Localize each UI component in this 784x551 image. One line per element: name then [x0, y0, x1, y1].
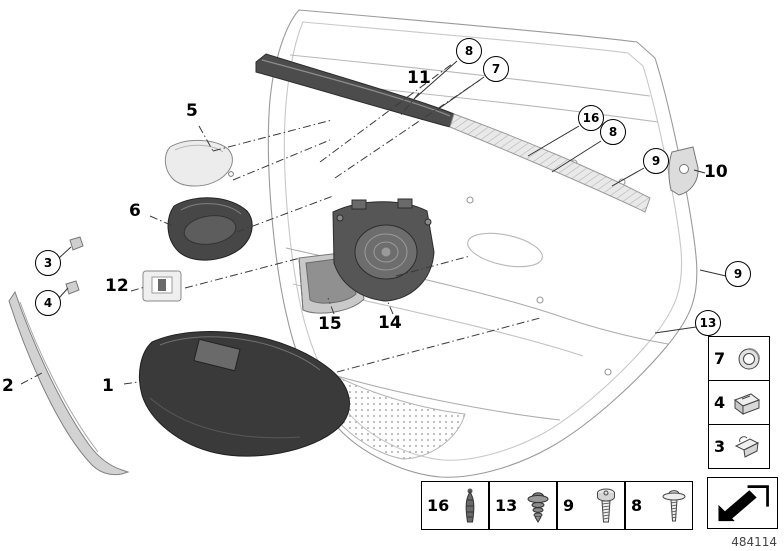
- switch-bezel-part12: [142, 270, 182, 302]
- callout-13-right[interactable]: 13: [695, 310, 721, 336]
- armrest-pad-part1: [138, 330, 350, 457]
- callout-3[interactable]: 3: [35, 250, 61, 276]
- legend-box-3[interactable]: 3: [708, 424, 770, 469]
- legend-box-16[interactable]: 16: [421, 481, 489, 530]
- speaker-assembly-part14: [332, 198, 435, 302]
- callout-11[interactable]: 11: [407, 68, 431, 88]
- callout-15[interactable]: 15: [318, 314, 342, 334]
- legend-box-4-number: 4: [714, 393, 726, 412]
- sheet-clip-icon: [734, 435, 760, 458]
- legend-box-9-number: 9: [563, 496, 575, 515]
- legend-box-3-number: 3: [714, 437, 726, 456]
- decor-strip: [255, 53, 651, 213]
- legend-box-13-number: 13: [495, 496, 518, 515]
- callout-9-upper-right[interactable]: 9: [643, 148, 669, 174]
- callout-10[interactable]: 10: [704, 162, 728, 182]
- callout-4[interactable]: 4: [35, 290, 61, 316]
- legend-box-8[interactable]: 8: [625, 481, 693, 530]
- callout-6[interactable]: 6: [129, 201, 141, 221]
- legend-box-7-number: 7: [714, 349, 726, 368]
- legend-box-16-number: 16: [427, 496, 450, 515]
- legend-box-4[interactable]: 4: [708, 380, 770, 425]
- speaker-grille-area: [311, 361, 466, 460]
- callout-16-top[interactable]: 16: [578, 105, 604, 131]
- washer-screw-icon: [662, 489, 686, 521]
- pull-handle-cover-part6: [167, 197, 253, 261]
- clip-part3-inline: [69, 236, 84, 251]
- bracket-part10: [668, 146, 699, 196]
- callout-7-top[interactable]: 7: [483, 56, 509, 82]
- page-arrow-icon: [717, 485, 769, 522]
- legend-box-9[interactable]: 9: [557, 481, 625, 530]
- callout-9-right[interactable]: 9: [725, 261, 751, 287]
- callout-8-top[interactable]: 8: [456, 38, 482, 64]
- grommet-icon: [527, 491, 549, 523]
- diagram-part-number: 484114: [731, 535, 777, 549]
- spring-clip-icon: [733, 392, 761, 415]
- callout-2[interactable]: 2: [2, 376, 14, 396]
- legend-box-13[interactable]: 13: [489, 481, 557, 530]
- legend-box-8-number: 8: [631, 496, 643, 515]
- next-diagram-button[interactable]: [707, 477, 778, 529]
- trim-strip-part2: [8, 290, 130, 476]
- torx-screw-icon: [597, 488, 615, 522]
- callout-8-upper-right[interactable]: 8: [600, 119, 626, 145]
- cover-cap-part5: [164, 139, 234, 187]
- callout-14[interactable]: 14: [378, 313, 402, 333]
- callout-1[interactable]: 1: [102, 376, 114, 396]
- callout-12[interactable]: 12: [105, 276, 129, 296]
- trim-clip-icon: [465, 488, 475, 522]
- legend-box-7[interactable]: 7: [708, 336, 770, 381]
- leader-lines-dashed: [20, 63, 541, 393]
- clip-part4-inline: [65, 280, 80, 295]
- callout-5[interactable]: 5: [186, 101, 198, 121]
- grommet-ring-icon: [738, 347, 760, 369]
